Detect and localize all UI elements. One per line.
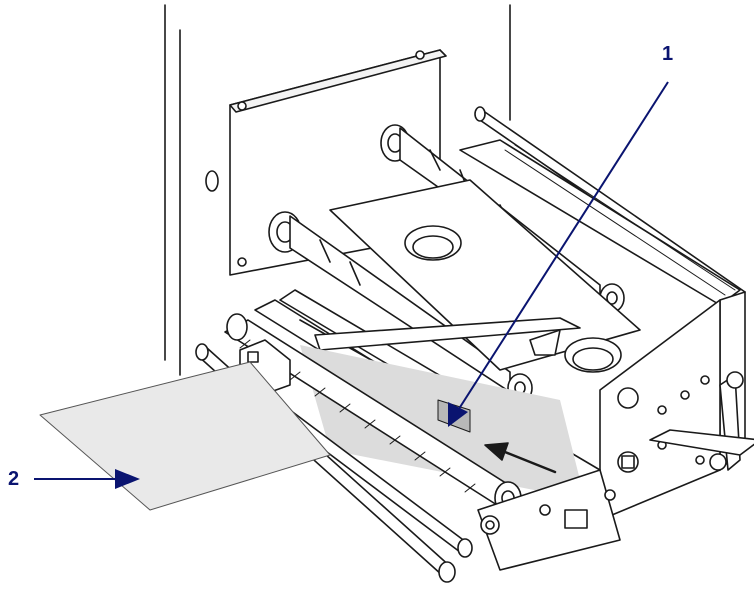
front-bracket bbox=[477, 469, 621, 571]
callout-label-1: 1 bbox=[662, 43, 674, 65]
media-guide-arm bbox=[314, 317, 581, 356]
ribbon-takeup-spindle bbox=[268, 211, 533, 403]
cabinet-wall bbox=[164, 4, 511, 376]
callout-1-leader bbox=[448, 81, 669, 427]
callout-2-leader bbox=[34, 469, 140, 489]
toothed-rack bbox=[504, 144, 736, 296]
platen-roller-teeth bbox=[239, 339, 476, 493]
callout-label-2: 2 bbox=[8, 468, 20, 490]
latch-levers bbox=[649, 371, 754, 471]
feed-direction-arrow bbox=[484, 442, 557, 474]
upper-guide-rod bbox=[459, 106, 746, 306]
